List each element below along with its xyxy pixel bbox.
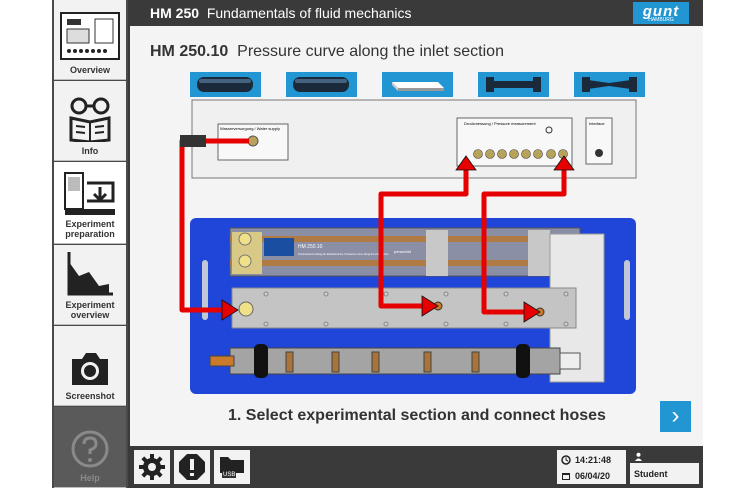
nav-experiment-overview[interactable]: Experiment overview (54, 245, 126, 325)
inlet-pipe (229, 347, 561, 375)
unit-plate-text: Druckverlauf entlang der Einlaufstrecke … (298, 252, 389, 256)
pressure-ports (473, 149, 568, 159)
user-name: Student (634, 469, 668, 479)
hose-arrows (221, 155, 575, 323)
user-bar (630, 450, 699, 463)
plate-icon (392, 82, 444, 91)
page-title: HM 250.10 Pressure curve along the inlet… (150, 43, 504, 61)
experiment-preparation-icon (64, 172, 115, 215)
next-button[interactable]: › (660, 401, 691, 432)
nav-overview[interactable]: Overview (54, 0, 126, 80)
device-icon (60, 12, 120, 60)
sidebar: Overview Info Experiment preparation Exp… (52, 0, 128, 488)
gunt-logo: gunt HAMBURG (633, 2, 689, 24)
logo-subtext: HAMBURG (648, 17, 674, 23)
apparatus-diagram: Wasserversorgung / Water supply Druckmes… (179, 99, 637, 394)
date-text: 06/04/20 (575, 471, 611, 481)
camera-icon (72, 353, 108, 385)
cylinder-icon (197, 77, 253, 92)
water-supply-label: Wasserversorgung / Water supply (220, 126, 280, 131)
channel-icon (486, 77, 541, 92)
app-name: Fundamentals of fluid mechanics (206, 5, 412, 21)
pressure-measurement-label: Druckmessung / Pressure measurement (464, 121, 536, 126)
nav-label: Experiment preparation (65, 219, 115, 239)
glasses-book-icon (69, 97, 111, 142)
app-code: HM 250 (150, 5, 200, 21)
unit-title: Pressure curve along the inlet section (237, 43, 504, 60)
interface-label: Interface (589, 121, 605, 126)
usb-label: USB (222, 472, 237, 478)
settings-button[interactable] (134, 450, 170, 484)
calendar-icon (562, 473, 570, 480)
clock-icon (561, 455, 571, 465)
section-channel-1-button[interactable] (478, 72, 549, 97)
cylinder-icon (293, 77, 349, 92)
gauge-icon (545, 126, 553, 134)
nav-help[interactable]: Help (54, 407, 126, 488)
chart-icon (67, 252, 113, 296)
alert-icon (179, 454, 205, 480)
water-supply-connector (247, 135, 259, 147)
main-content: HM 250.10 Pressure curve along the inlet… (130, 26, 703, 446)
app-title: HM 250 Fundamentals of fluid mechanics (150, 5, 411, 21)
channel-icon (582, 77, 637, 92)
usb-button[interactable]: USB (214, 450, 250, 484)
time-text: 14:21:48 (575, 455, 612, 465)
nav-label: Experiment overview (65, 300, 115, 320)
unit-plate-code: HM 250.10 (298, 244, 323, 250)
alert-button[interactable] (174, 450, 210, 484)
nav-label: Screenshot (65, 391, 115, 401)
supply-valve (180, 135, 206, 147)
nav-label: Overview (69, 65, 111, 75)
instruction-text: 1. Select experimental section and conne… (228, 407, 606, 424)
nav-info[interactable]: Info (54, 81, 126, 161)
section-channel-2-button[interactable] (574, 72, 645, 97)
bottom-bar: USB 14:21:48 06/04/20 Student (130, 446, 703, 488)
nav-experiment-preparation[interactable]: Experiment preparation (54, 162, 126, 244)
hoses (179, 138, 567, 315)
section-cylinder-2-button[interactable] (286, 72, 357, 97)
user-box[interactable]: Student (630, 450, 699, 484)
nav-label: Help (80, 473, 100, 483)
title-bar: HM 250 Fundamentals of fluid mechanics g… (130, 0, 703, 26)
logo-text: gunt (642, 3, 680, 20)
gear-icon (139, 454, 165, 480)
unit-code: HM 250.10 (150, 43, 229, 60)
folder-usb-icon (220, 457, 244, 473)
clock: 14:21:48 06/04/20 (557, 450, 626, 484)
help-icon (71, 430, 109, 468)
section-cylinder-1-button[interactable] (190, 72, 261, 97)
plate-label: penschild (394, 249, 411, 254)
section-plate-button[interactable] (382, 72, 453, 97)
nav-label: Info (81, 146, 99, 156)
user-icon (635, 452, 642, 461)
interface-port (595, 149, 603, 157)
nav-screenshot[interactable]: Screenshot (54, 326, 126, 406)
